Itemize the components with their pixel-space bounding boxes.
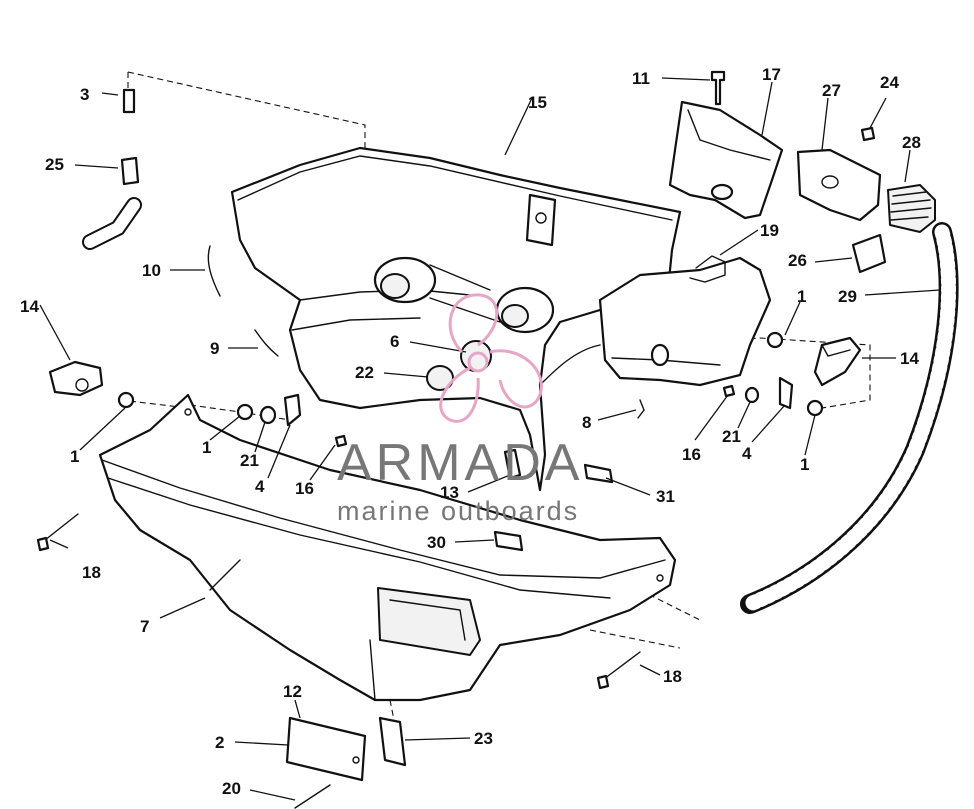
callout-9: 9	[210, 339, 219, 358]
callout-11: 11	[632, 69, 650, 88]
watermark-brand: ARMADA	[337, 434, 583, 492]
callout-30: 30	[427, 533, 446, 552]
callout-24: 24	[880, 73, 899, 92]
callout-14-left: 14	[20, 297, 39, 316]
callout-4-left: 4	[255, 477, 265, 496]
part-29-braided-hose	[740, 222, 959, 614]
callout-6: 6	[390, 332, 399, 351]
callout-22: 22	[355, 363, 374, 382]
leader-lines	[39, 77, 941, 801]
callout-1-lower-right: 1	[800, 455, 809, 474]
callout-1-left: 1	[70, 447, 79, 466]
callout-labels: 3 25 10 9 14 1 1 21 4 16 6 22 15 7 18 18…	[20, 65, 921, 798]
callout-31: 31	[656, 487, 675, 506]
callout-27: 27	[822, 81, 841, 100]
callout-14-right: 14	[900, 349, 919, 368]
callout-29: 29	[838, 287, 857, 306]
part-7-lower-cover	[98, 393, 677, 702]
callout-20: 20	[222, 779, 241, 798]
callout-8: 8	[582, 413, 591, 432]
part-14-latch-right	[813, 336, 862, 387]
callout-23: 23	[474, 729, 493, 748]
callout-1-center: 1	[202, 438, 211, 457]
callout-18-right: 18	[663, 667, 682, 686]
part-14-latch-left	[48, 360, 104, 397]
callout-7: 7	[140, 617, 149, 636]
callout-18-left: 18	[82, 563, 101, 582]
part-27-bracket	[796, 148, 882, 222]
watermark: ARMADA marine outboards	[337, 293, 583, 526]
part-28-grommet	[887, 184, 936, 233]
watermark-tagline: marine outboards	[337, 496, 579, 526]
part-26-gasket	[851, 233, 887, 274]
callout-12: 12	[283, 682, 302, 701]
callout-2: 2	[215, 733, 224, 752]
callout-3: 3	[80, 85, 89, 104]
callout-4-right: 4	[742, 444, 752, 463]
callout-25: 25	[45, 155, 64, 174]
callout-17: 17	[762, 65, 781, 84]
callout-16-left: 16	[295, 479, 314, 498]
callout-1-upper-right: 1	[797, 287, 806, 306]
callout-13: 13	[440, 483, 459, 502]
callout-19: 19	[760, 221, 779, 240]
part-17-cover	[668, 100, 784, 220]
propeller-logo	[439, 293, 543, 423]
callout-21-right: 21	[722, 427, 741, 446]
callout-26: 26	[788, 251, 807, 270]
part-15-inner-pan	[230, 146, 772, 492]
small-hardware	[36, 70, 876, 809]
callout-15: 15	[528, 93, 547, 112]
callout-21-left: 21	[240, 451, 259, 470]
callout-10: 10	[142, 261, 161, 280]
callout-28: 28	[902, 133, 921, 152]
callout-16-right: 16	[682, 445, 701, 464]
